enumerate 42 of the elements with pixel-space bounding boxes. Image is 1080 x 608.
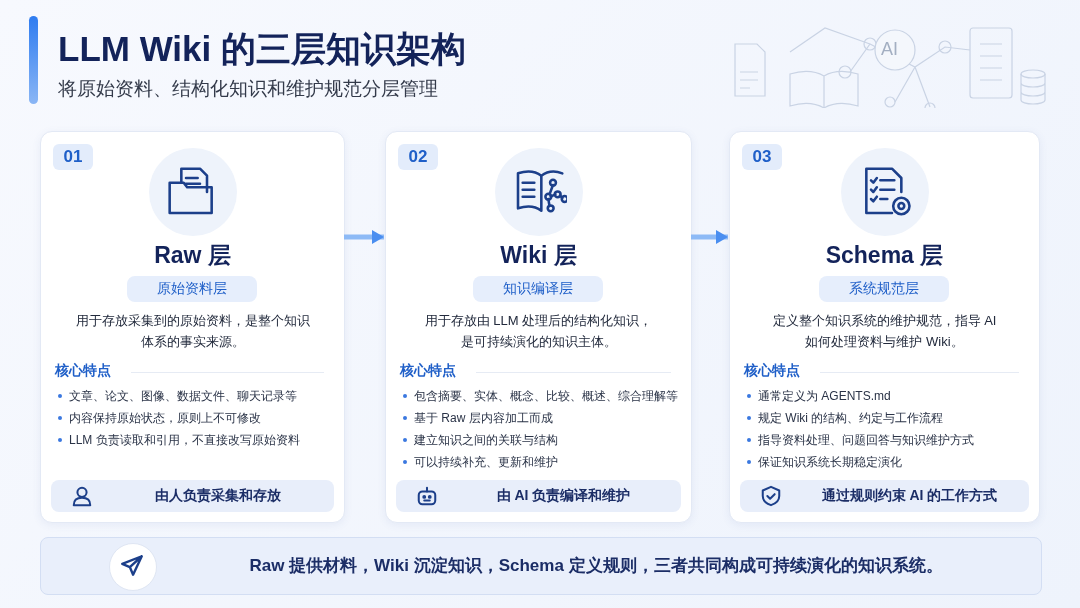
description: 定义整个知识系统的维护规范，指导 AI 如何处理资料与维护 Wiki。 — [771, 312, 998, 351]
layer-card — [40, 131, 345, 523]
title: LLM Wiki 的三层知识架构 — [58, 28, 466, 70]
summary-text: Raw 提供材料，Wiki 沉淀知识，Schema 定义规则，三者共同构成可持续演化的知识系统。 — [248, 555, 944, 577]
bullet-text: 内容保持原始状态，原则上不可修改 — [69, 410, 261, 427]
layer-title: Raw 层 — [153, 241, 232, 270]
footer-bar — [396, 480, 681, 512]
number-badge: 01 — [53, 144, 93, 170]
layer-card — [385, 131, 692, 523]
footer-text: 由人负责采集和存放 — [153, 487, 282, 505]
description: 用于存放由 LLM 处理后的结构化知识，是可持续演化的知识主体。 — [423, 312, 654, 351]
subtitle-tag: 知识编译层 — [473, 276, 603, 302]
section-heading: 核心特点 — [55, 362, 111, 380]
number-badge: 03 — [742, 144, 782, 170]
bullet-text: 规定 Wiki 的结构、约定与工作流程 — [758, 410, 944, 427]
bullet-text: 建立知识之间的关联与结构 — [414, 432, 558, 449]
bullet-text: 文章、论文、图像、数据文件、聊天记录等 — [69, 388, 297, 405]
footer-bar — [740, 480, 1029, 512]
footer-bar — [51, 480, 334, 512]
bullet-text: 指导资料处理、问题回答与知识维护方式 — [758, 432, 974, 449]
bullet-text: 基于 Raw 层内容加工而成 — [414, 410, 553, 427]
layer-title: Schema 层 — [824, 241, 945, 270]
layer-title: Wiki 层 — [499, 241, 578, 270]
section-heading: 核心特点 — [744, 362, 800, 380]
subtitle-tag: 原始资料层 — [127, 276, 257, 302]
arrow — [691, 230, 728, 244]
arrow — [344, 230, 384, 244]
bullet-text: 通常定义为 AGENTS.md — [758, 388, 891, 405]
circle-label: AI — [881, 39, 898, 60]
subtitle: 将原始资料、结构化知识和维护规范分层管理 — [58, 77, 438, 101]
footer-text: 通过规则约束 AI 的工作方式 — [820, 487, 999, 505]
summary-banner — [40, 537, 1042, 595]
bullet-text: 包含摘要、实体、概念、比较、概述、综合理解等 — [414, 388, 678, 405]
section-heading: 核心特点 — [400, 362, 456, 380]
bullet-text: LLM 负责读取和引用，不直接改写原始资料 — [69, 432, 300, 449]
bullet-text: 可以持续补充、更新和维护 — [414, 454, 558, 471]
bullet-text: 保证知识系统长期稳定演化 — [758, 454, 902, 471]
footer-text: 由 AI 负责编译和维护 — [495, 487, 632, 505]
layer-card — [729, 131, 1040, 523]
number-badge: 02 — [398, 144, 438, 170]
subtitle-tag: 系统规范层 — [819, 276, 949, 302]
description: 用于存放采集到的原始资料，是整个知识体系的事实来源。 — [74, 312, 311, 351]
